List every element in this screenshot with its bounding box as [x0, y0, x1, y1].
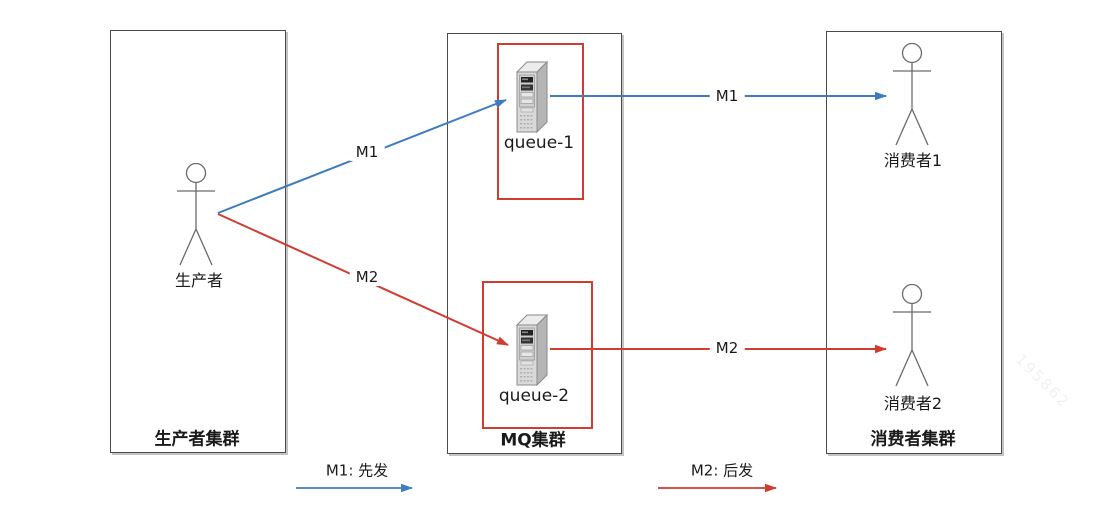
m2-label-right: M2: [709, 339, 745, 357]
consumer1-person-icon: [893, 43, 931, 146]
queue1-label: queue-1: [503, 133, 575, 153]
consumer2-label: 消费者2: [883, 394, 943, 413]
queue2-server-icon: [516, 314, 548, 386]
consumer-cluster-box: [826, 31, 1002, 454]
mq-cluster-title: MQ集群: [500, 430, 566, 451]
m1-label-right: M1: [709, 87, 745, 105]
queue2-label: queue-2: [498, 386, 570, 406]
producer-person-icon: [177, 163, 215, 266]
consumer-cluster-title: 消费者集群: [870, 429, 956, 450]
m2-label-left: M2: [349, 268, 385, 286]
queue1-server-icon: [516, 61, 548, 133]
watermark: 195862: [1011, 350, 1074, 412]
consumer2-person-icon: [893, 284, 931, 387]
legend-m2-text: M2: 后发: [690, 461, 754, 480]
producer-label: 生产者: [174, 271, 224, 290]
consumer1-label: 消费者1: [883, 151, 943, 170]
legend-m1-text: M1: 先发: [325, 461, 389, 480]
queue2-highlight-box: [482, 281, 593, 429]
producer-cluster-title: 生产者集群: [154, 429, 240, 450]
m1-label-left: M1: [349, 143, 385, 161]
